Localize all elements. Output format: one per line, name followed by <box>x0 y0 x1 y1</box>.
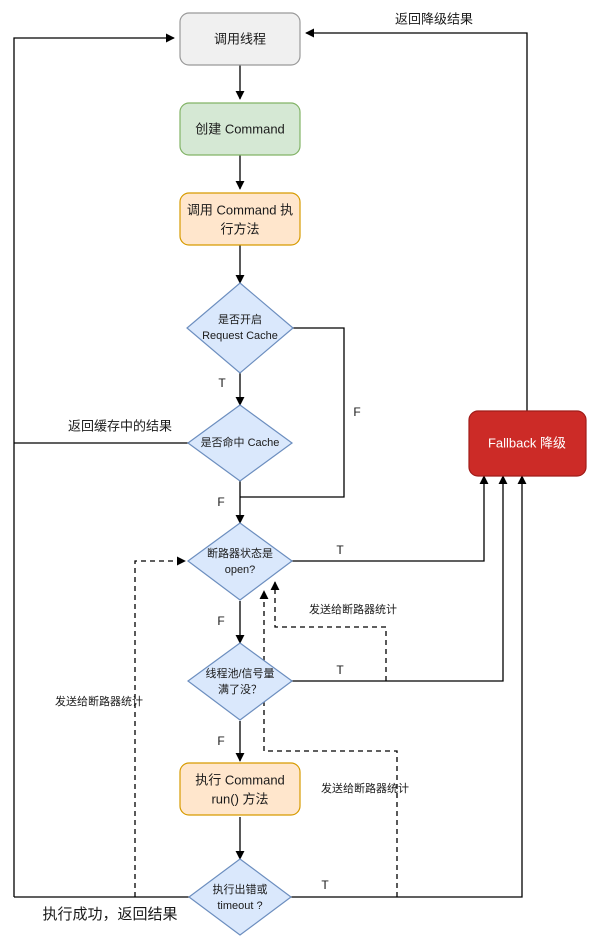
branch-label-cache-hit-false: F <box>217 495 224 509</box>
branch-label-circuit-open-true: T <box>336 543 344 557</box>
edge-left-rail-to-callingthread <box>13 33 175 897</box>
branch-label-cache-enabled-false: F <box>353 405 360 419</box>
node-create-command[interactable]: 创建 Command <box>179 102 301 156</box>
edge-dashed-errortimeout-stats-to-circuitopen <box>259 590 398 897</box>
branch-label-cache-enabled-true: T <box>218 376 226 390</box>
node-error-or-timeout[interactable]: 执行出错或 timeout ? <box>187 858 293 936</box>
node-request-cache-enabled-label-line1: 是否开启 <box>218 313 262 326</box>
node-invoke-command-label-line1: 调用 Command 执 <box>187 202 293 217</box>
node-cache-hit-label: 是否命中 Cache <box>201 435 280 449</box>
edge-label-send-circuit-stats-2: 发送给断路器统计 <box>321 781 409 795</box>
node-pool-full-label-line1: 线程池/信号量 <box>205 666 274 680</box>
edge-label-send-circuit-stats-1: 发送给断路器统计 <box>309 602 397 616</box>
edge-label-send-circuit-stats-3: 发送给断路器统计 <box>55 694 143 708</box>
node-calling-thread[interactable]: 调用线程 <box>179 12 301 66</box>
node-error-or-timeout-label-line1: 执行出错或 <box>213 882 268 896</box>
node-execute-run[interactable]: 执行 Command run() 方法 <box>179 762 301 816</box>
node-request-cache-enabled[interactable]: 是否开启 Request Cache <box>186 282 294 374</box>
edge-circuitopen-true-to-fallback <box>291 475 489 562</box>
node-request-cache-enabled-label-line2: Request Cache <box>202 330 278 342</box>
branch-label-circuit-open-false: F <box>217 614 224 628</box>
node-circuit-open-label-line1: 断路器状态是 <box>207 546 273 560</box>
edge-fallback-to-callingthread <box>305 28 528 411</box>
edge-poolfull-true-to-fallback <box>291 475 508 682</box>
node-fallback-label: Fallback 降级 <box>488 435 566 450</box>
branch-label-pool-full-true: T <box>336 663 344 677</box>
node-pool-full[interactable]: 线程池/信号量 满了没？ <box>186 642 294 721</box>
node-error-or-timeout-label-line2: timeout ? <box>217 900 262 912</box>
node-pool-full-label-line2: 满了没？ <box>218 683 262 696</box>
node-circuit-open[interactable]: 断路器状态是 open? <box>186 522 294 601</box>
edge-dashed-poolfull-stats-to-circuitopen <box>270 581 387 681</box>
node-circuit-open-label-line2: open? <box>225 564 256 576</box>
branch-label-error-timeout-true: T <box>321 878 329 892</box>
node-create-command-label: 创建 Command <box>195 121 285 136</box>
node-execute-run-label-line2: run() 方法 <box>211 791 268 806</box>
node-fallback[interactable]: Fallback 降级 <box>468 410 587 477</box>
edge-errortimeout-true-to-fallback <box>291 475 527 898</box>
branch-label-pool-full-false: F <box>217 734 224 748</box>
edge-label-return-fallback-result: 返回降级结果 <box>395 11 473 26</box>
node-execute-run-label-line1: 执行 Command <box>195 772 285 787</box>
node-invoke-command-label-line2: 行方法 <box>220 221 259 236</box>
edge-dashed-left-stats-to-circuitopen <box>134 556 186 897</box>
edge-label-return-cached-result: 返回缓存中的结果 <box>68 418 172 433</box>
edge-label-exec-success-return: 执行成功，返回结果 <box>42 906 177 923</box>
node-cache-hit[interactable]: 是否命中 Cache <box>186 404 294 482</box>
node-invoke-command[interactable]: 调用 Command 执 行方法 <box>179 192 301 246</box>
edge-requestcache-false-to-circuitopen <box>240 327 345 498</box>
node-calling-thread-label: 调用线程 <box>214 31 266 46</box>
